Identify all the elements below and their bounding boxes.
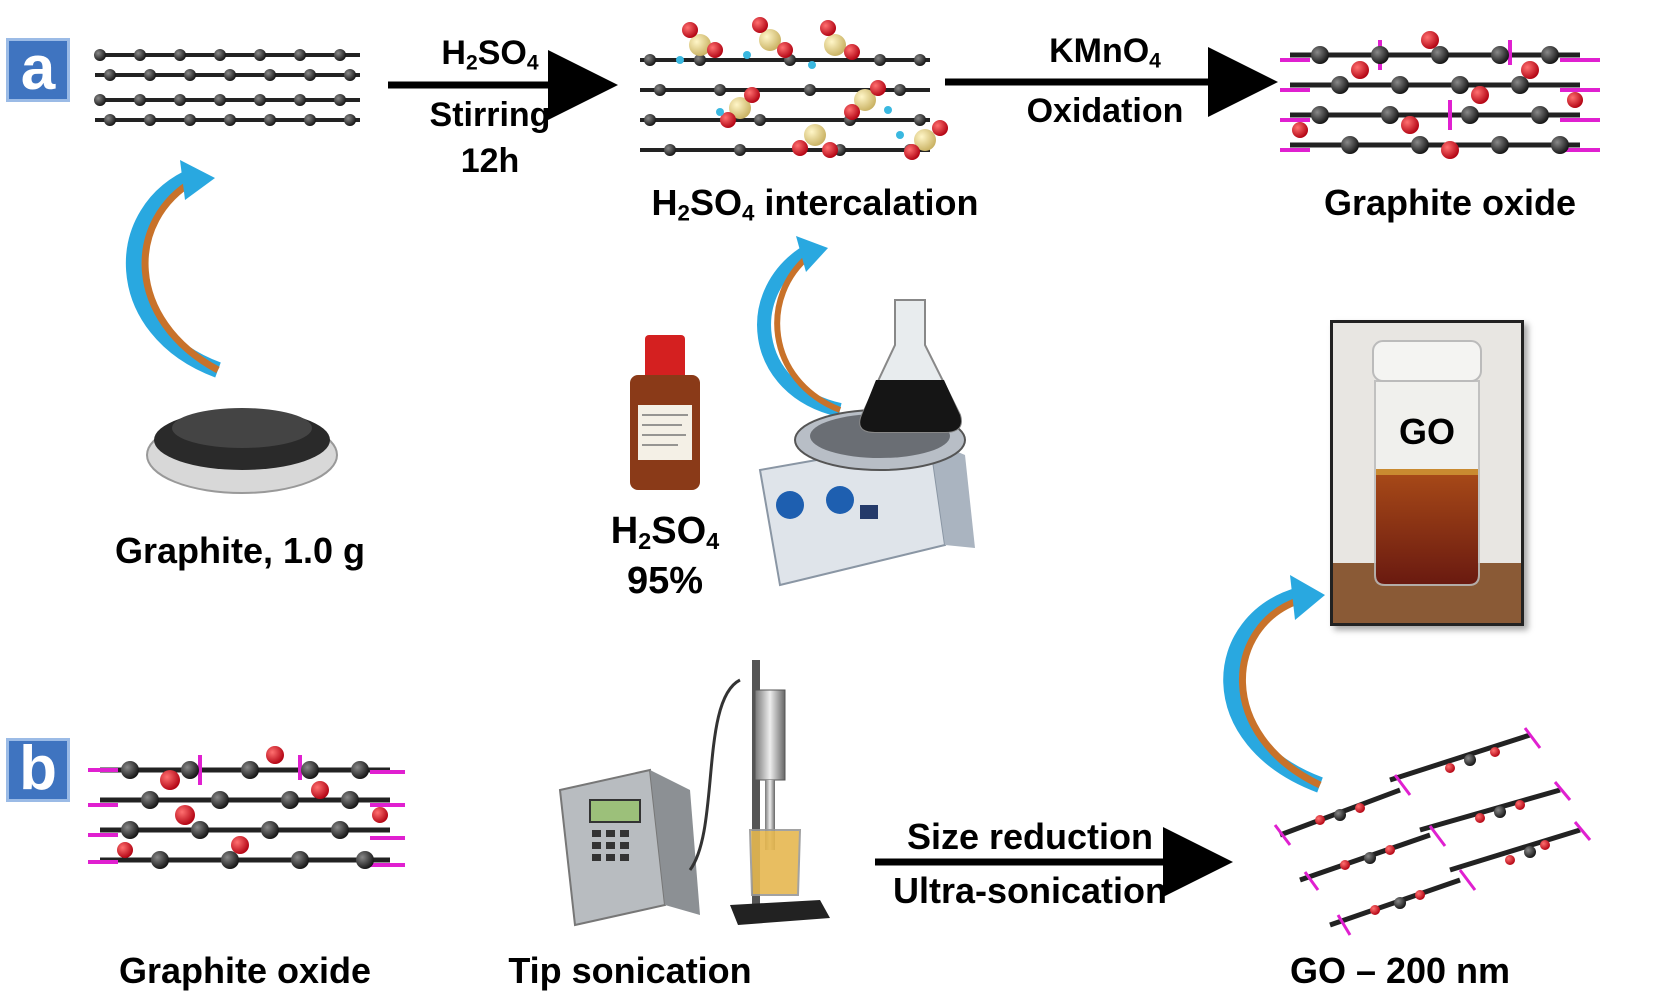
intercalation-label: H2SO4 intercalation bbox=[651, 182, 979, 226]
graphite-label: Graphite, 1.0 g bbox=[114, 530, 366, 571]
go-200nm-label: GO – 200 nm bbox=[1289, 950, 1511, 991]
step1-stirring: Stirring bbox=[429, 96, 551, 134]
step1-reagent: H2SO4 bbox=[441, 34, 539, 75]
tip-sonication-label: Tip sonication bbox=[508, 950, 752, 991]
panel-a-badge: a bbox=[6, 38, 70, 102]
acid-label: H2SO4 bbox=[610, 510, 720, 554]
intercalated-structure bbox=[640, 17, 948, 160]
graphite-oxide-structure-top bbox=[1280, 31, 1600, 159]
hotplate-stirrer bbox=[758, 299, 975, 587]
step1-time: 12h bbox=[460, 142, 520, 180]
curved-arrow-stirrer bbox=[757, 236, 842, 417]
graphite-structure bbox=[94, 49, 360, 126]
step2-oxidation: Oxidation bbox=[1026, 92, 1184, 130]
go-nanosheets bbox=[1273, 727, 1592, 936]
vial-label: GO bbox=[1398, 411, 1455, 452]
curved-arrow-vial bbox=[1223, 575, 1325, 793]
acid-concentration: 95% bbox=[626, 560, 704, 602]
ultra-sonication-label: Ultra-sonication bbox=[892, 870, 1168, 911]
tip-sonicator bbox=[558, 660, 830, 927]
graphite-oxide-bottom-label: Graphite oxide bbox=[118, 950, 372, 991]
go-vial-photo: GO bbox=[1330, 320, 1524, 626]
size-reduction-label: Size reduction bbox=[906, 816, 1154, 857]
acid-bottle bbox=[630, 335, 700, 490]
graphite-powder-dish bbox=[146, 408, 338, 494]
graphite-oxide-top-label: Graphite oxide bbox=[1323, 182, 1577, 223]
panel-b-badge: b bbox=[6, 738, 70, 802]
curved-arrow-graphite bbox=[125, 160, 221, 378]
step2-reagent: KMnO4 bbox=[1049, 32, 1161, 73]
graphite-oxide-structure-bottom bbox=[88, 746, 405, 869]
